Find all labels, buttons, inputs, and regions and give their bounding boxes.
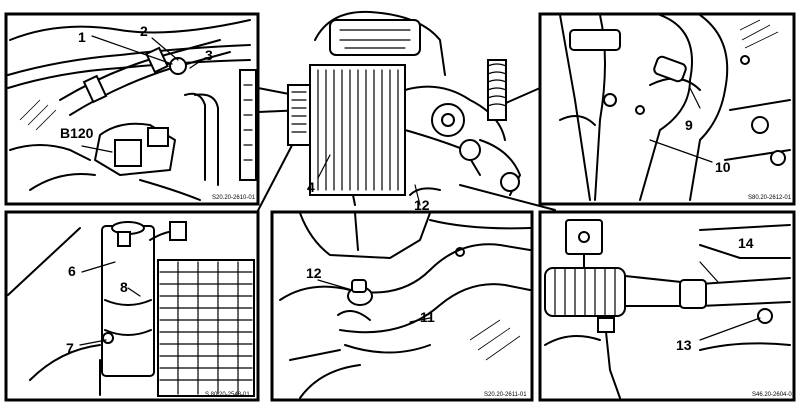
code-bottom-left: S 80.20-2548-01 bbox=[205, 392, 250, 398]
callout-12-center: 12 bbox=[414, 197, 430, 213]
code-top-right: S80.20-2612-01 bbox=[748, 195, 792, 201]
panel-top-left: 1 2 3 B120 S20.20-2610-01 bbox=[4, 12, 260, 206]
callout-1: 1 bbox=[78, 29, 86, 45]
panel-top-right-drawing bbox=[559, 15, 791, 201]
panel-top-left-drawing bbox=[7, 19, 257, 201]
callout-12-panel: 12 bbox=[306, 265, 322, 281]
panel-bottom-middle-drawing bbox=[279, 213, 531, 399]
callout-8: 8 bbox=[120, 279, 128, 295]
callout-b120: B120 bbox=[60, 125, 94, 141]
callout-6: 6 bbox=[68, 263, 76, 279]
callout-4: 4 bbox=[307, 179, 315, 195]
callout-2: 2 bbox=[140, 23, 148, 39]
panel-bottom-right: 14 13 S46.20-2604-01 bbox=[538, 210, 796, 402]
engine-overview bbox=[287, 10, 521, 206]
callout-10: 10 bbox=[715, 159, 731, 175]
callout-3: 3 bbox=[205, 47, 213, 63]
callout-13: 13 bbox=[676, 337, 692, 353]
panel-bottom-left: 6 8 7 S 80.20-2548-01 bbox=[4, 210, 260, 402]
panel-bottom-right-drawing bbox=[544, 219, 791, 399]
code-bottom-right: S46.20-2604-01 bbox=[752, 392, 796, 398]
code-top-left: S20.20-2610-01 bbox=[212, 195, 256, 201]
panel-top-right: 9 10 S80.20-2612-01 bbox=[538, 12, 796, 206]
callout-11: 11 bbox=[420, 309, 435, 325]
callout-7: 7 bbox=[66, 340, 74, 356]
callout-9: 9 bbox=[685, 117, 693, 133]
code-bottom-middle: S20.20-2611-01 bbox=[484, 392, 527, 398]
callout-14: 14 bbox=[738, 235, 754, 251]
panel-bottom-middle: 12 11 S20.20-2611-01 bbox=[270, 210, 534, 402]
panel-bottom-left-drawing bbox=[7, 221, 255, 397]
